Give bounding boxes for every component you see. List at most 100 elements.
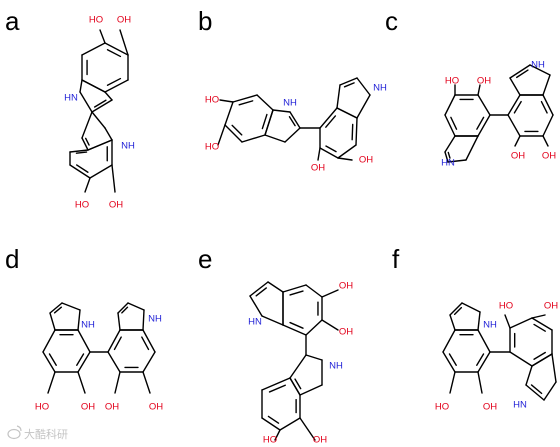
double-bond	[288, 115, 296, 127]
double-bond	[516, 69, 529, 79]
ring-bond	[477, 94, 491, 116]
ring-bond	[337, 144, 357, 159]
amine-label: HN	[441, 158, 455, 169]
bond	[542, 135, 549, 147]
ring-bond	[525, 365, 533, 386]
ring-bond	[465, 135, 479, 161]
ring-bond	[444, 114, 456, 137]
hydroxyl-label: HO	[263, 435, 277, 446]
bond	[119, 29, 129, 56]
ring-bond	[336, 107, 358, 119]
double-bond	[325, 115, 337, 128]
bond	[321, 289, 339, 298]
ring-bond	[449, 314, 456, 331]
bond	[84, 177, 91, 193]
ring-bond	[282, 284, 307, 293]
ring-bond	[299, 384, 323, 396]
hydroxyl-label: OH	[149, 402, 163, 413]
panel-label-b: b	[198, 6, 212, 36]
ring-bond	[531, 317, 553, 331]
ring-bond	[444, 135, 456, 153]
ring-bond	[305, 354, 323, 361]
ring-bond	[91, 99, 113, 113]
amine-label: NH	[483, 320, 497, 331]
hydroxyl-label: OH	[117, 15, 131, 26]
amine-label: NH	[81, 320, 95, 331]
double-bond	[448, 353, 457, 366]
weibo-logo-icon	[7, 425, 22, 440]
hydroxyl-label: HO	[35, 402, 49, 413]
hydroxyl-label: OH	[81, 402, 95, 413]
double-bond	[294, 378, 302, 390]
double-bond	[325, 145, 337, 153]
ring-bond	[79, 79, 83, 93]
double-bond	[533, 323, 546, 332]
double-bond	[261, 113, 268, 130]
bond	[142, 371, 151, 394]
ring-bond	[69, 164, 91, 179]
hydroxyl-label: HO	[89, 15, 103, 26]
hydroxyl-label: OH	[105, 402, 119, 413]
ring-bond	[87, 139, 113, 151]
ring-bond	[224, 124, 243, 143]
ring-bond	[81, 111, 93, 139]
ring-bond	[542, 94, 554, 116]
hydroxyl-label: HO	[75, 200, 89, 211]
ring-bond	[509, 64, 531, 79]
ring-bond	[319, 107, 338, 129]
hydroxyl-label: OH	[311, 163, 325, 174]
ring-bond	[79, 91, 93, 113]
bond	[217, 124, 226, 146]
hydroxyl-label: OH	[542, 151, 556, 162]
ring-bond	[542, 114, 554, 137]
ring-bond	[107, 329, 121, 353]
ring-bond	[81, 137, 89, 151]
bond	[531, 314, 546, 319]
double-bond	[141, 336, 150, 351]
ring-bond	[444, 94, 456, 116]
hydroxyl-label: OH	[339, 327, 353, 338]
ring-bond	[477, 351, 491, 373]
ring-bond	[444, 151, 449, 163]
watermark-text: 大酷科研	[24, 427, 68, 441]
ring-bond	[477, 329, 491, 353]
double-bond	[75, 151, 88, 154]
bond	[449, 371, 456, 394]
watermark: 大酷科研	[7, 425, 68, 441]
hydroxyl-label: OH	[483, 402, 497, 413]
ring-bond	[461, 302, 481, 313]
ring-bond	[69, 149, 89, 153]
ring-bond	[289, 377, 301, 396]
double-bond	[351, 123, 354, 141]
bond	[274, 429, 281, 441]
amine-label: HN	[513, 400, 527, 411]
double-bond	[268, 384, 286, 393]
ring-bond	[42, 329, 56, 353]
hydroxyl-label: HO	[445, 76, 459, 87]
bond	[317, 147, 321, 161]
bond	[504, 314, 511, 329]
bond	[114, 371, 121, 394]
ring-bond	[477, 114, 491, 137]
double-bond	[540, 100, 548, 114]
ring-bond	[319, 147, 339, 159]
amine-label: NH	[121, 141, 135, 152]
ring-bond	[224, 101, 234, 126]
ring-bond	[142, 351, 156, 373]
bond	[219, 99, 234, 103]
double-bond	[113, 336, 122, 351]
hydroxyl-label: HO	[205, 95, 219, 106]
ring-bond	[507, 94, 521, 116]
ring-bond	[264, 109, 274, 136]
ring-bond	[89, 164, 113, 179]
hydroxyl-label: OH	[511, 151, 525, 162]
bond	[299, 417, 316, 441]
ring-bond	[267, 281, 284, 293]
double-bond	[231, 124, 243, 136]
ring-bond	[127, 302, 145, 311]
ring-bond	[289, 111, 301, 129]
hydroxyl-label: OH	[313, 435, 327, 446]
ring-bond	[42, 351, 56, 373]
